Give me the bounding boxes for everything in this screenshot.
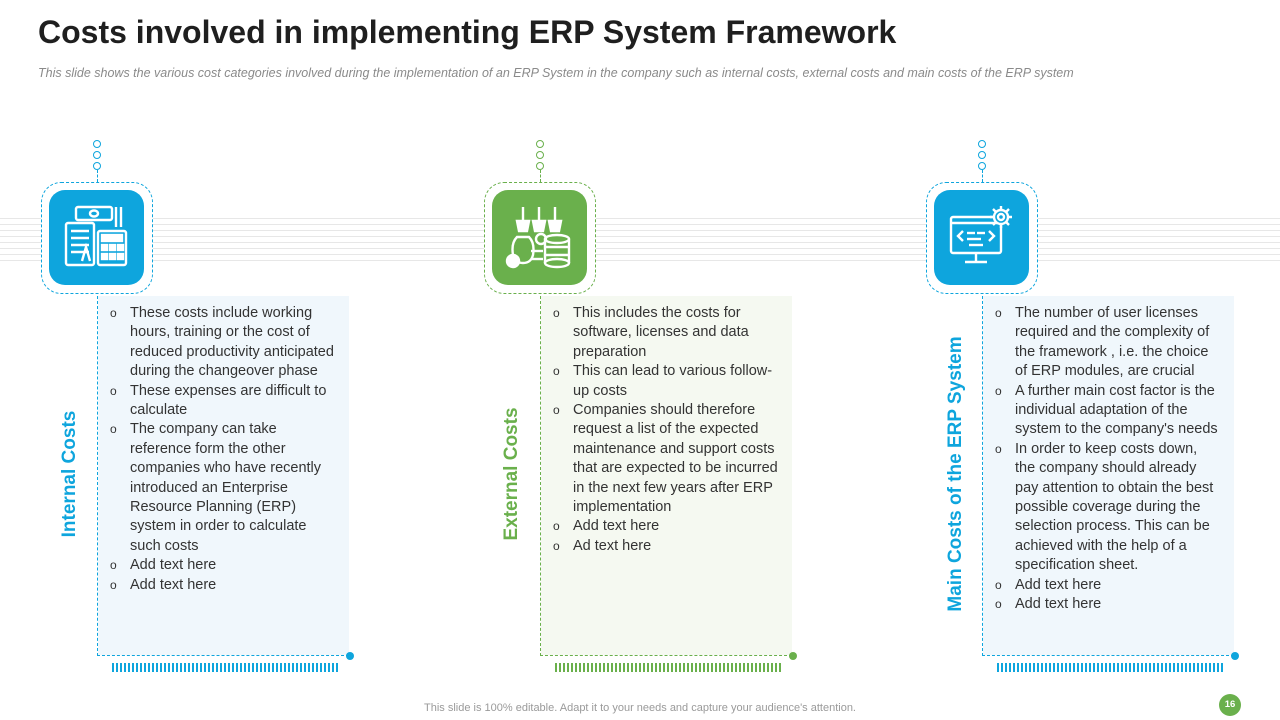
end-dot [789, 652, 797, 660]
calculator-money-icon [49, 190, 144, 285]
list-item: In order to keep costs down, the company… [995, 440, 1221, 576]
bullet-list: These costs include working hours, train… [110, 304, 336, 596]
connector-dot [978, 151, 986, 159]
list-item: The company can take reference form the … [110, 420, 336, 556]
list-item: Add text here [995, 576, 1221, 596]
slide-footer: This slide is 100% editable. Adapt it to… [424, 702, 856, 714]
list-item: These expenses are difficult to calculat… [110, 382, 336, 421]
cost-card: The number of user licenses required and… [982, 296, 1239, 660]
list-item: This includes the costs for software, li… [553, 304, 779, 362]
bullet-list: The number of user licenses required and… [995, 304, 1221, 615]
list-item: Add text here [110, 556, 336, 576]
list-item: These costs include working hours, train… [110, 304, 336, 382]
cost-card: These costs include working hours, train… [97, 296, 354, 660]
connector-dot [536, 140, 544, 148]
connector-dot [93, 140, 101, 148]
coins-funds-icon [492, 190, 587, 285]
slide-subtitle: This slide shows the various cost catego… [38, 66, 1074, 80]
connector-dot [93, 162, 101, 170]
list-item: A further main cost factor is the indivi… [995, 382, 1221, 440]
column-heading: External Costs [501, 407, 522, 541]
list-item: Add text here [553, 517, 779, 537]
page-number-badge: 16 [1219, 694, 1241, 716]
icon-frame [41, 182, 153, 294]
connector-dot [978, 162, 986, 170]
hatch-bar [997, 663, 1225, 672]
list-item: The number of user licenses required and… [995, 304, 1221, 382]
column-heading: Main Costs of the ERP System [945, 336, 966, 612]
connector-dot [93, 151, 101, 159]
end-dot [346, 652, 354, 660]
slide-title: Costs involved in implementing ERP Syste… [38, 14, 897, 50]
list-item: Ad text here [553, 537, 779, 557]
column-heading: Internal Costs [59, 410, 80, 538]
list-item: Add text here [110, 576, 336, 596]
list-item: Companies should therefore request a lis… [553, 401, 779, 517]
hatch-bar [112, 663, 340, 672]
monitor-code-gear-icon [934, 190, 1029, 285]
list-item: Add text here [995, 595, 1221, 615]
connector-dot [978, 140, 986, 148]
cost-card: This includes the costs for software, li… [540, 296, 797, 660]
icon-frame [926, 182, 1038, 294]
hatch-bar [555, 663, 783, 672]
icon-frame [484, 182, 596, 294]
list-item: This can lead to various follow-up costs [553, 362, 779, 401]
end-dot [1231, 652, 1239, 660]
connector-dot [536, 151, 544, 159]
bullet-list: This includes the costs for software, li… [553, 304, 779, 557]
connector-dot [536, 162, 544, 170]
